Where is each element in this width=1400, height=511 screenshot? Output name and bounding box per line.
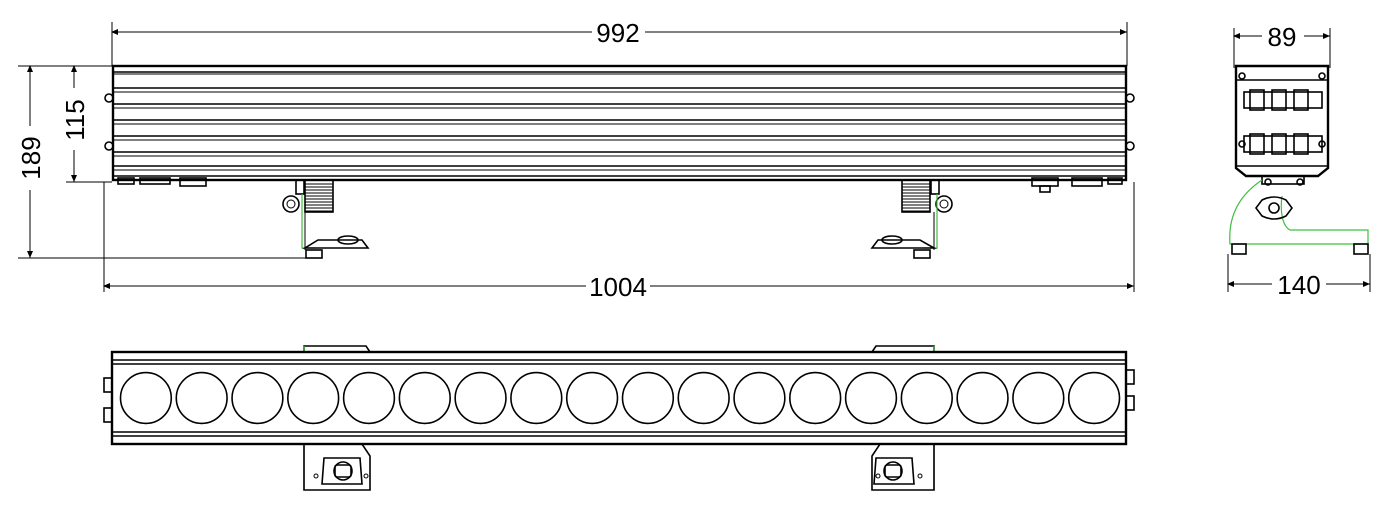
lens xyxy=(510,371,563,425)
lens xyxy=(677,371,730,425)
dimension-89: 89 xyxy=(1233,22,1331,68)
lens xyxy=(789,371,842,425)
lens xyxy=(398,371,451,425)
dimension-label-140: 140 xyxy=(1277,270,1320,300)
mounting-bracket-right xyxy=(870,179,953,259)
dimension-label-89: 89 xyxy=(1268,22,1297,52)
lens xyxy=(342,371,396,425)
front-view xyxy=(103,345,1135,491)
mounting-bracket-left xyxy=(282,179,370,259)
lens xyxy=(621,371,675,425)
dimension-label-189: 189 xyxy=(16,136,46,179)
lens xyxy=(956,371,1009,425)
bottom-bracket-right xyxy=(871,443,935,491)
dimension-189: 189 xyxy=(16,65,312,259)
fixture-body-profile xyxy=(1234,64,1330,186)
dimension-label-1004: 1004 xyxy=(589,272,647,302)
yoke-bracket xyxy=(1229,179,1369,255)
fixture-body-side xyxy=(104,64,1135,193)
dimension-1004: 1004 xyxy=(103,182,1135,302)
lens xyxy=(175,371,228,425)
elevation-view: 992 xyxy=(16,18,1135,302)
dimension-label-115: 115 xyxy=(60,99,90,140)
lens xyxy=(844,371,898,425)
dimension-140: 140 xyxy=(1227,254,1371,300)
lens-array xyxy=(119,371,1121,425)
dimension-992: 992 xyxy=(111,18,1128,66)
dimension-label-992: 992 xyxy=(596,18,639,48)
fixture-front-body xyxy=(110,350,1128,446)
side-view: 89 xyxy=(1227,22,1371,300)
dimension-115: 115 xyxy=(60,65,112,183)
lens xyxy=(565,371,619,425)
lens xyxy=(900,371,953,425)
lens xyxy=(1067,371,1121,425)
lens xyxy=(287,371,340,425)
lens xyxy=(231,371,284,425)
cooling-fins xyxy=(113,71,1126,177)
lens xyxy=(454,371,507,425)
lens xyxy=(733,371,786,425)
lens xyxy=(1012,371,1065,425)
lens xyxy=(119,371,173,425)
bottom-bracket-left xyxy=(303,443,371,491)
